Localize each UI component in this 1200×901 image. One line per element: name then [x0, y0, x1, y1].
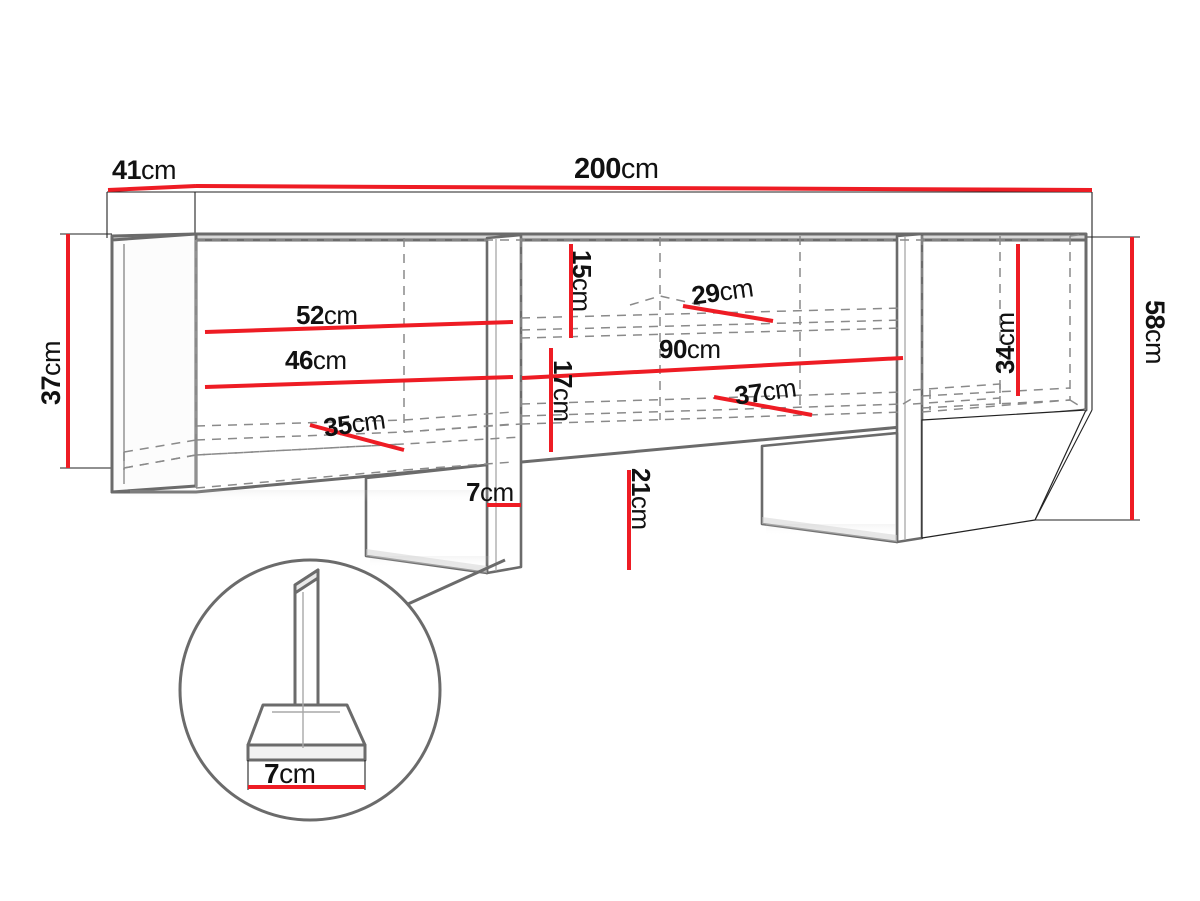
dim-label-21: 21cm [626, 468, 656, 530]
drop-shadow [130, 490, 896, 568]
hidden-construction-lines [123, 233, 1087, 489]
dimline-35 [309, 423, 405, 452]
right-body-lower [921, 409, 1087, 539]
dimline-46 [204, 375, 514, 389]
dim-label-200: 200cm [574, 153, 659, 185]
dim-label-90: 90cm [659, 334, 721, 364]
dim-label-58: 58cm [1140, 300, 1170, 365]
dim-label-34: 34cm [990, 312, 1020, 374]
leg-detail-circle [178, 558, 506, 822]
dimline-41 [107, 184, 197, 192]
divider-inner-lines [495, 237, 906, 571]
dim-label-7-leg: 7cm [466, 477, 514, 507]
dim-label-46: 46cm [285, 345, 347, 375]
dim-label-17: 17cm [548, 360, 578, 422]
dimline-37-depth [713, 395, 813, 417]
dimension-lines [66, 184, 1134, 789]
dimline-52 [204, 320, 514, 334]
dim-label-15: 15cm [567, 250, 597, 312]
dimline-29 [682, 304, 774, 323]
dim-label-37-height: 37cm [36, 340, 66, 405]
dimline-200 [195, 184, 1093, 192]
dim-label-41: 41cm [112, 155, 177, 185]
dim-label-7-detail: 7cm [264, 758, 316, 789]
dim-label-52: 52cm [296, 300, 358, 330]
dimline-90 [521, 356, 904, 380]
